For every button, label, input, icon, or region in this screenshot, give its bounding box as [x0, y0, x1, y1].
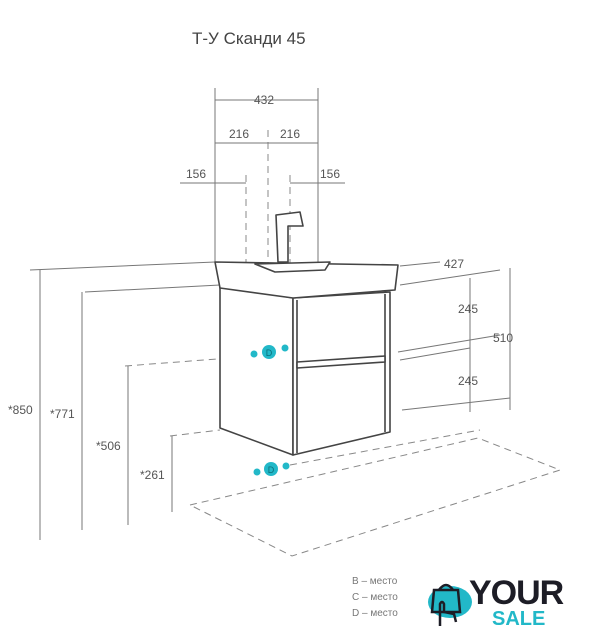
shopping-bag-hand-icon [428, 583, 472, 626]
dim-432: 432 [254, 93, 274, 107]
left-dimensions [39, 270, 173, 540]
dim-850: *850 [8, 403, 33, 417]
legend: B – место C – место D – место [352, 574, 398, 622]
marker-upper: D [250, 344, 289, 359]
dim-156-right: 156 [320, 167, 340, 181]
dim-771: *771 [50, 407, 75, 421]
drawing-title: Т-У Сканди 45 [192, 29, 306, 48]
dim-506: *506 [96, 439, 121, 453]
dim-216-left: 216 [229, 127, 249, 141]
dim-245-bottom: 245 [458, 374, 478, 388]
basin [214, 261, 399, 299]
legend-item-b: B – место [352, 576, 398, 587]
dim-261: *261 [140, 468, 165, 482]
faucet [275, 211, 304, 263]
logo-text-your: YOUR [469, 574, 564, 612]
dim-427: 427 [444, 257, 464, 271]
legend-item-d: D – место [352, 608, 398, 619]
basin-bowl [254, 261, 331, 273]
dim-510: 510 [493, 331, 513, 345]
legend-item-c: C – место [352, 592, 398, 603]
right-dimensions [399, 261, 511, 412]
dim-245-top: 245 [458, 302, 478, 316]
logo-text-sale: SALE [492, 608, 546, 630]
marker-lower: D [253, 462, 290, 476]
marker-lower-label: D [268, 465, 275, 475]
marker-upper-label: D [266, 348, 273, 358]
wall-lines [29, 261, 511, 466]
floor-outline [188, 437, 562, 557]
cabinet [214, 211, 399, 456]
dim-156-left: 156 [186, 167, 206, 181]
your-sale-logo: YOUR SALE [424, 574, 584, 630]
dim-216-right: 216 [280, 127, 300, 141]
